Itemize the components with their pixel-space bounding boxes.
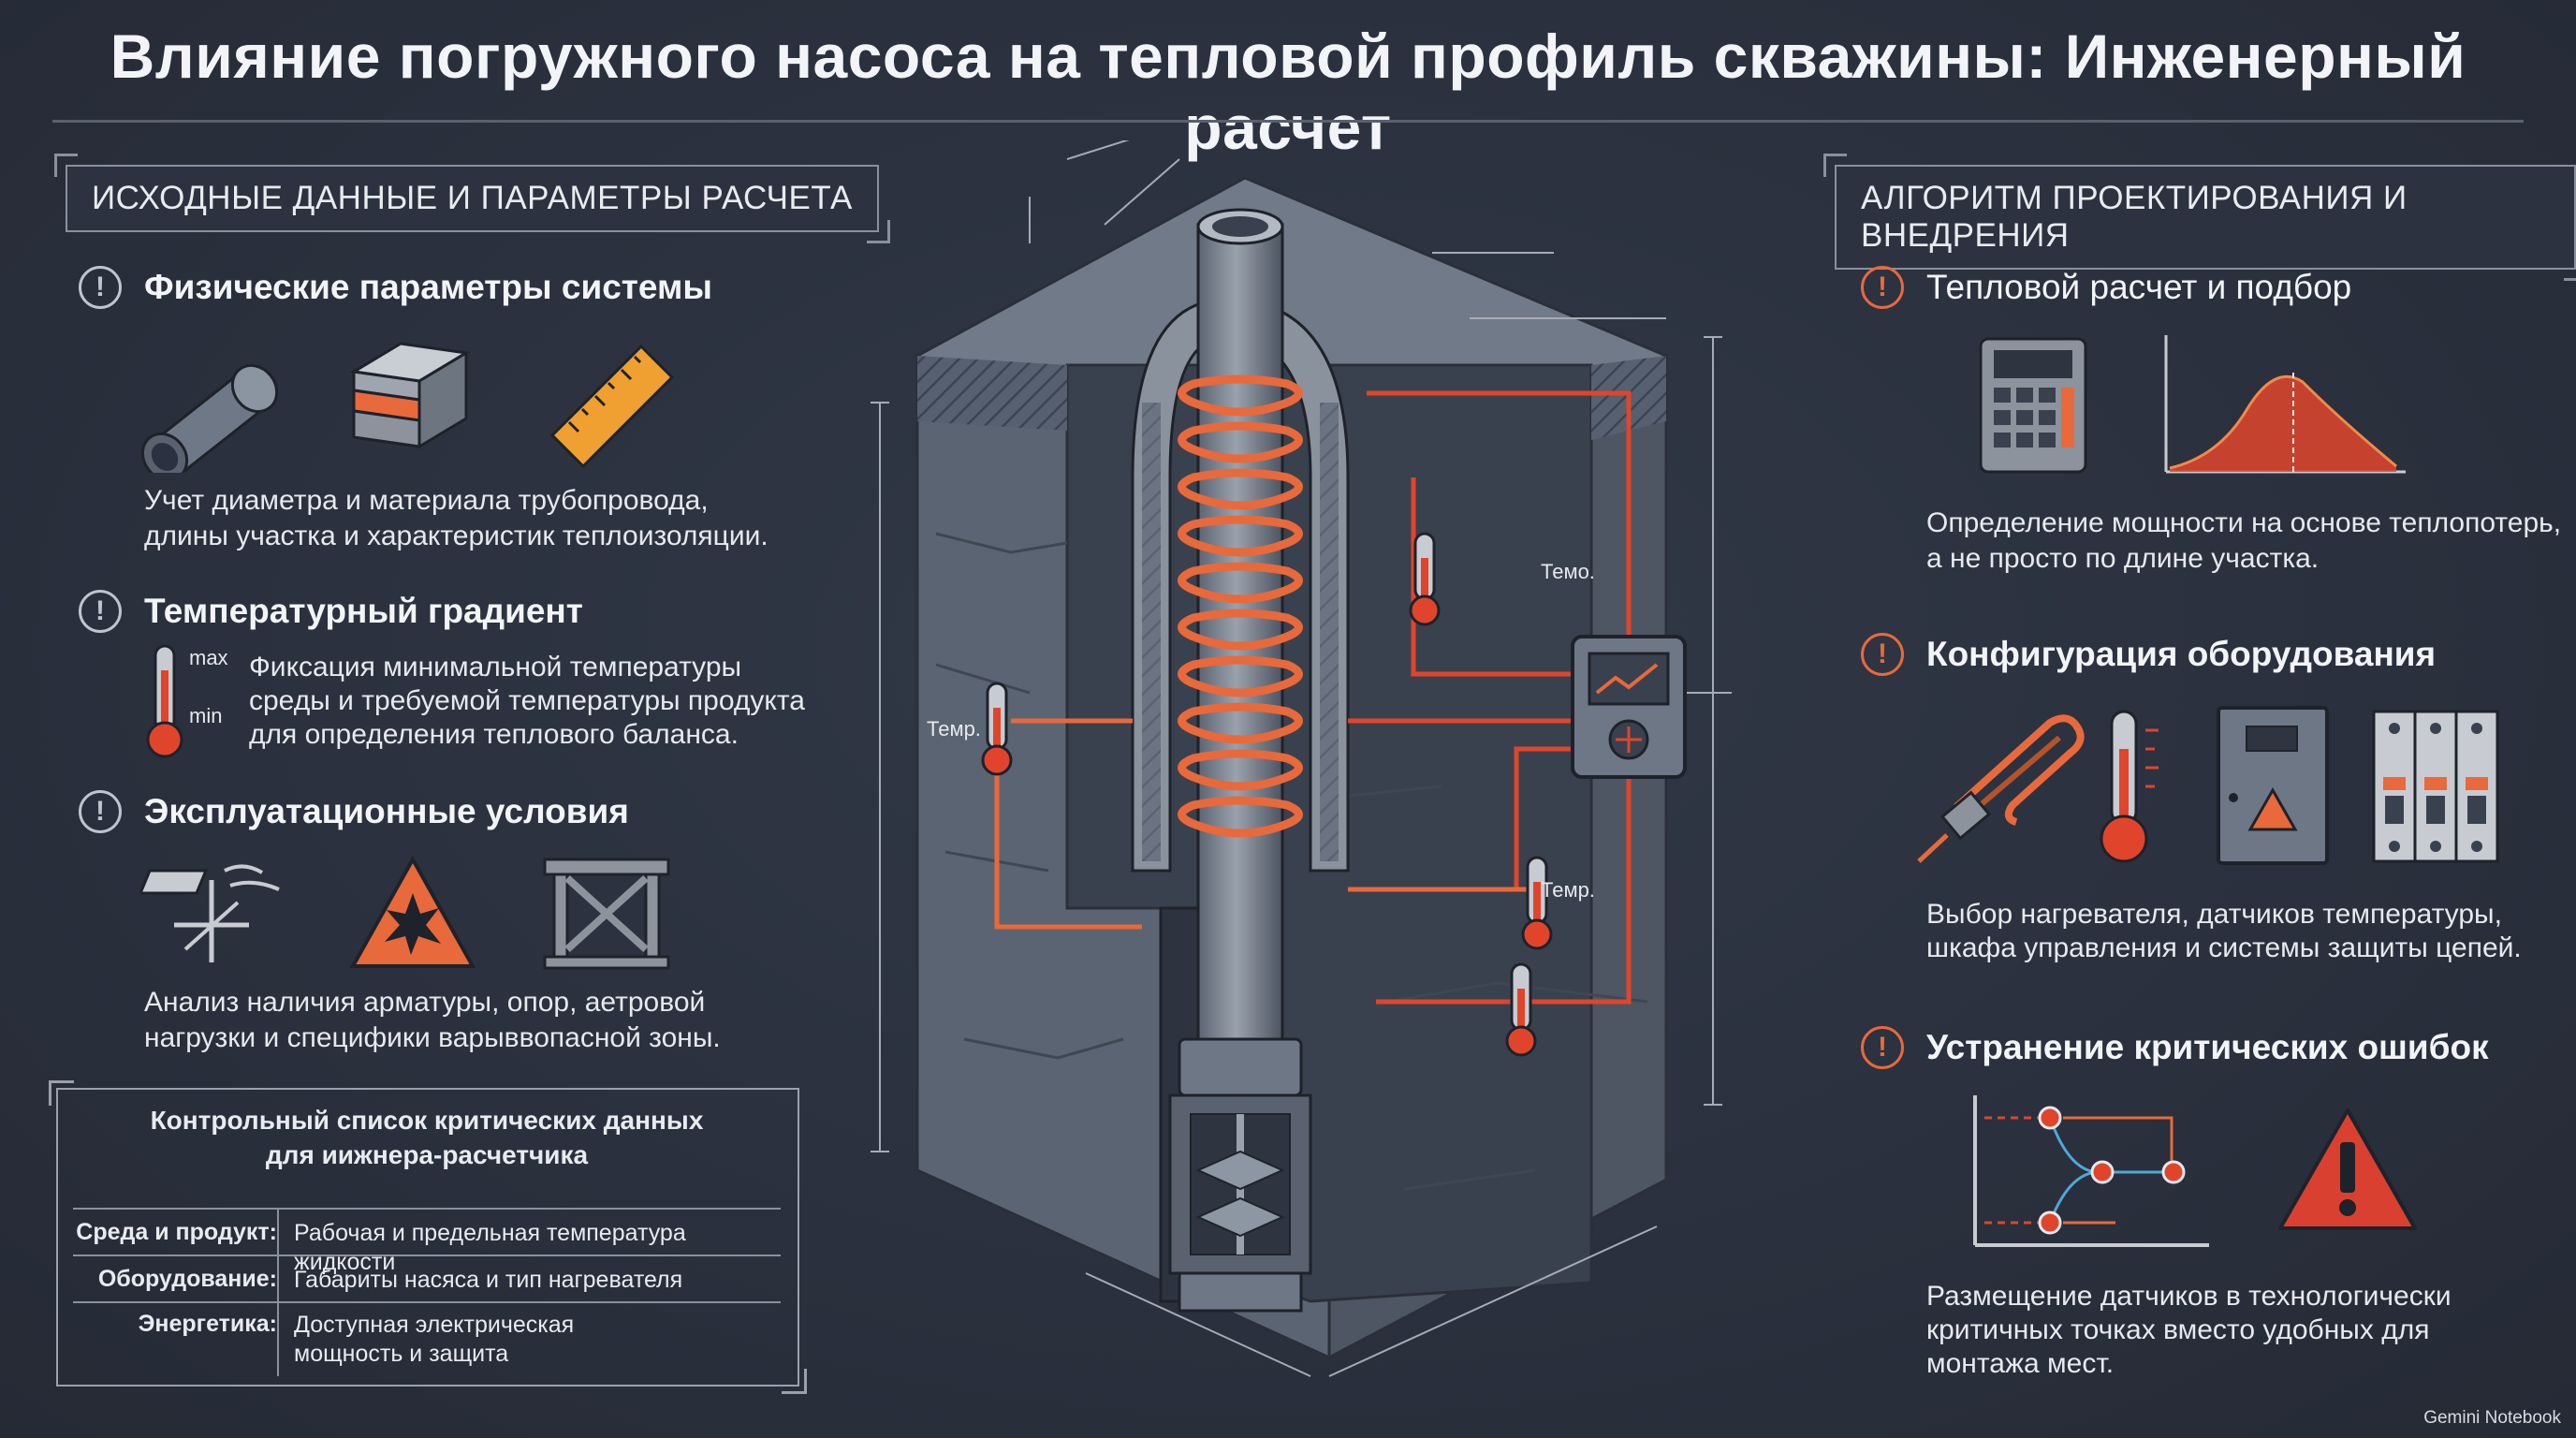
conditions-icons: [140, 855, 670, 970]
physical-params-text-2: длины участка и характеристик теплоизоля…: [144, 521, 768, 551]
circuit-breaker-icon: [2372, 710, 2499, 863]
alert-icon: !: [1861, 633, 1904, 676]
thermal-calc-text-2: а не просто по длине участка.: [1926, 543, 2320, 574]
distribution-curve-icon: [2164, 335, 2406, 474]
control-cabinet-icon: [2217, 706, 2329, 865]
gemini-notebook-logo: Gemini Notebook: [2423, 1408, 2561, 1428]
flow-diagram-icon: [1973, 1095, 2209, 1247]
operating-conditions-text-2: нагрузки и специфики варыввопасной зоны.: [144, 1022, 721, 1053]
page-title: Влияние погружного насоса на тепловой пр…: [110, 22, 2466, 162]
insulation-layers-icon: [349, 342, 471, 449]
production-pipe: [1196, 223, 1284, 1041]
checklist-column-divider: [277, 1210, 279, 1376]
well-cross-section-diagram: [871, 140, 1732, 1377]
temp-gradient-text-3: для определения теплового баланса.: [249, 719, 739, 750]
sensor-label: Темо.: [1541, 560, 1595, 583]
temp-sensor-icon: [981, 682, 1013, 776]
thermal-calc-text-1: Определение мощности на основе теплопоте…: [1926, 507, 2562, 538]
heater-element-icon: [1917, 714, 2085, 863]
temp-gradient-heading: Температурный градиент: [144, 592, 583, 630]
checklist-row: Оборудование: Габариты насяса и тип нагр…: [73, 1255, 781, 1301]
checklist-row: Энергетика: Доступная электрическая мощн…: [73, 1301, 781, 1378]
checklist-row-value: Габариты насяса и тип нагревателя: [294, 1267, 683, 1293]
error-icons: [1973, 1095, 2417, 1247]
thermal-calc-heading: Тепловой расчет и подбор: [1926, 268, 2352, 306]
impeller-icon: [1195, 1150, 1285, 1191]
physical-params-heading: Физические параметры системы: [144, 268, 712, 306]
physical-icons: [140, 342, 675, 473]
equipment-config-text-1: Выбор нагревателя, датчиков температуры,: [1926, 899, 2502, 930]
hazard-warning-icon: [349, 855, 476, 968]
alert-icon: !: [1861, 266, 1904, 309]
temp-gradient-text-2: среды и требуемой температуры продукта: [249, 685, 805, 716]
checklist-value-line-2: мощность и защита: [294, 1341, 509, 1367]
equipment-config-heading: Конфигурация оборудования: [1926, 635, 2437, 673]
calculator-icon: [1979, 337, 2087, 474]
checklist-row-key: Среда и продукт:: [76, 1219, 277, 1245]
sensor-label: Темр.: [1541, 878, 1595, 902]
soil-hatch-left: [917, 356, 1067, 431]
info-alert-icon: !: [79, 590, 122, 633]
checklist-title: Контрольный список критических данных дл…: [73, 1103, 781, 1172]
sensor-label: Темр.: [927, 717, 981, 741]
max-label: max: [189, 646, 228, 669]
danger-triangle-icon: [2278, 1108, 2417, 1230]
checklist-title-line-1: Контрольный список критических данных: [150, 1106, 704, 1135]
alert-icon: !: [1861, 1026, 1904, 1069]
thermometer-icon: [2100, 710, 2159, 863]
checklist-row-value: Доступная электрическая мощность и защит…: [294, 1311, 781, 1369]
heating-cable-coil: [1178, 374, 1303, 838]
critical-errors-text-2: критичных точках вместо удобных для: [1926, 1314, 2430, 1345]
operating-conditions-heading: Эксплуатационные условия: [144, 792, 629, 830]
support-frame-icon: [543, 858, 670, 970]
checklist-row-key: Энергетика:: [138, 1311, 277, 1337]
info-alert-icon: !: [79, 790, 122, 833]
temp-sensor-icon: [1409, 532, 1441, 626]
title-divider: [52, 120, 2524, 123]
critical-errors-text-3: монтажа мест.: [1926, 1348, 2115, 1379]
critical-errors-text-1: Размещение датчиков в технологически: [1926, 1281, 2452, 1312]
temp-gradient-text-1: Фиксация минимальной температуры: [249, 652, 742, 682]
ruler-icon: [549, 344, 675, 469]
checklist-row: Среда и продукт: Рабочая и предельная те…: [73, 1208, 781, 1275]
dimension-lines: [871, 140, 1722, 1377]
checklist-value-line-1: Доступная электрическая: [294, 1312, 575, 1338]
checklist-row-value: Рабочая и предельная температура жидкост…: [294, 1220, 686, 1275]
min-label: min: [189, 704, 223, 727]
temp-sensor-icon: [1521, 856, 1553, 950]
temp-sensor-icon: [1505, 962, 1537, 1057]
calc-icons: [1979, 335, 2406, 474]
critical-errors-heading: Устранение критических ошибок: [1926, 1028, 2489, 1066]
operating-conditions-text-1: Анализ наличия арматуры, опор, аетровой: [144, 987, 706, 1018]
info-alert-icon: !: [79, 266, 122, 309]
rock-texture-lines: [935, 532, 1648, 1191]
control-unit-icon: [1571, 635, 1687, 779]
pipe-icon: [140, 363, 279, 473]
checklist-row-key: Оборудование:: [97, 1266, 277, 1292]
physical-params-text-1: Учет диаметра и материала трубопровода,: [144, 485, 709, 516]
checklist-title-line-2: для иижнера-расчетчика: [265, 1140, 589, 1169]
wind-vane-icon: [140, 864, 280, 962]
equipment-icons: [1917, 706, 2499, 865]
critical-data-checklist: Контрольный список критических данных дл…: [49, 1080, 807, 1394]
thermometer-icon: [146, 644, 183, 758]
equipment-config-text-2: шкафа управления и системы защиты цепей.: [1926, 932, 2522, 963]
submersible-pump: [1168, 1037, 1312, 1313]
right-section-title: АЛГОРИТМ ПРОЕКТИРОВАНИЯ И ВНЕДРЕНИЯ: [1823, 154, 2576, 281]
left-section-title: ИСХОДНЫЕ ДАННЫЕ И ПАРАМЕТРЫ РАСЧЕТА: [54, 154, 890, 243]
